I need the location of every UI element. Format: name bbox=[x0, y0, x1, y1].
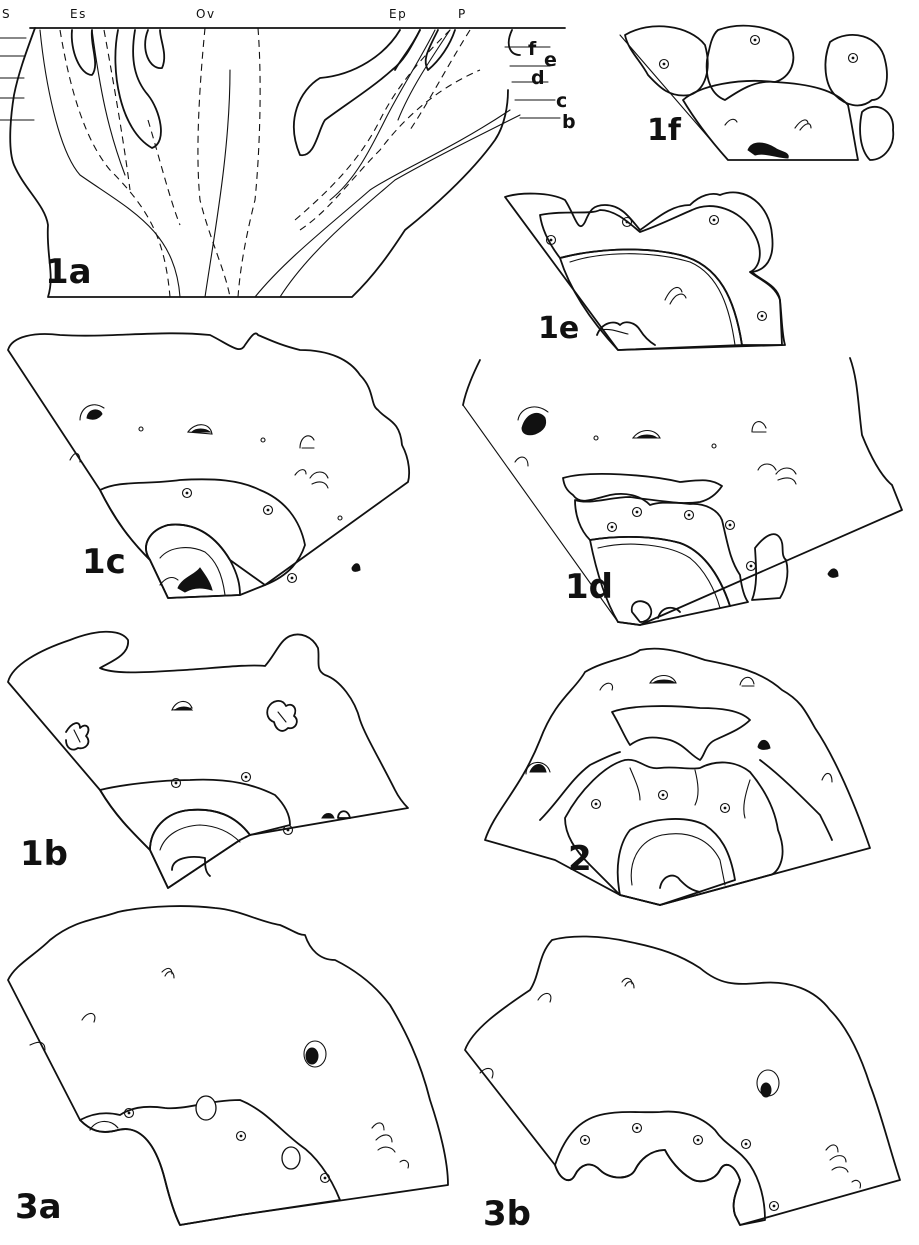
figure-3b bbox=[465, 936, 900, 1225]
figure-label-1e: 1e bbox=[538, 311, 579, 346]
figure-label-1b: 1b bbox=[20, 834, 68, 874]
level-label-d: d bbox=[531, 67, 545, 89]
level-label-e: e bbox=[544, 49, 557, 71]
label-es: Es bbox=[70, 7, 87, 21]
figure-1b bbox=[8, 632, 408, 888]
figure-1c bbox=[8, 333, 409, 598]
figure-label-1f: 1f bbox=[647, 113, 682, 148]
figure-label-1a: 1a bbox=[45, 252, 92, 292]
figure-label-1d: 1d bbox=[565, 567, 613, 607]
figure-1a-top-labels: S Es Ov Ep P bbox=[2, 7, 467, 21]
figure-1d bbox=[463, 358, 902, 625]
figure-3a bbox=[8, 906, 448, 1225]
figure-1a-level-labels: f e d c b bbox=[528, 38, 576, 133]
label-s: S bbox=[2, 7, 11, 21]
level-label-b: b bbox=[562, 111, 576, 133]
figure-label-3b: 3b bbox=[483, 1194, 531, 1234]
label-ep: Ep bbox=[389, 7, 407, 21]
figure-label-2: 2 bbox=[568, 839, 592, 879]
figure-label-1c: 1c bbox=[82, 542, 126, 582]
label-p: P bbox=[458, 7, 467, 21]
level-label-f: f bbox=[528, 38, 537, 60]
figure-2 bbox=[485, 649, 870, 905]
label-ov: Ov bbox=[196, 7, 216, 21]
figure-label-3a: 3a bbox=[15, 1187, 62, 1227]
level-label-c: c bbox=[556, 90, 567, 112]
